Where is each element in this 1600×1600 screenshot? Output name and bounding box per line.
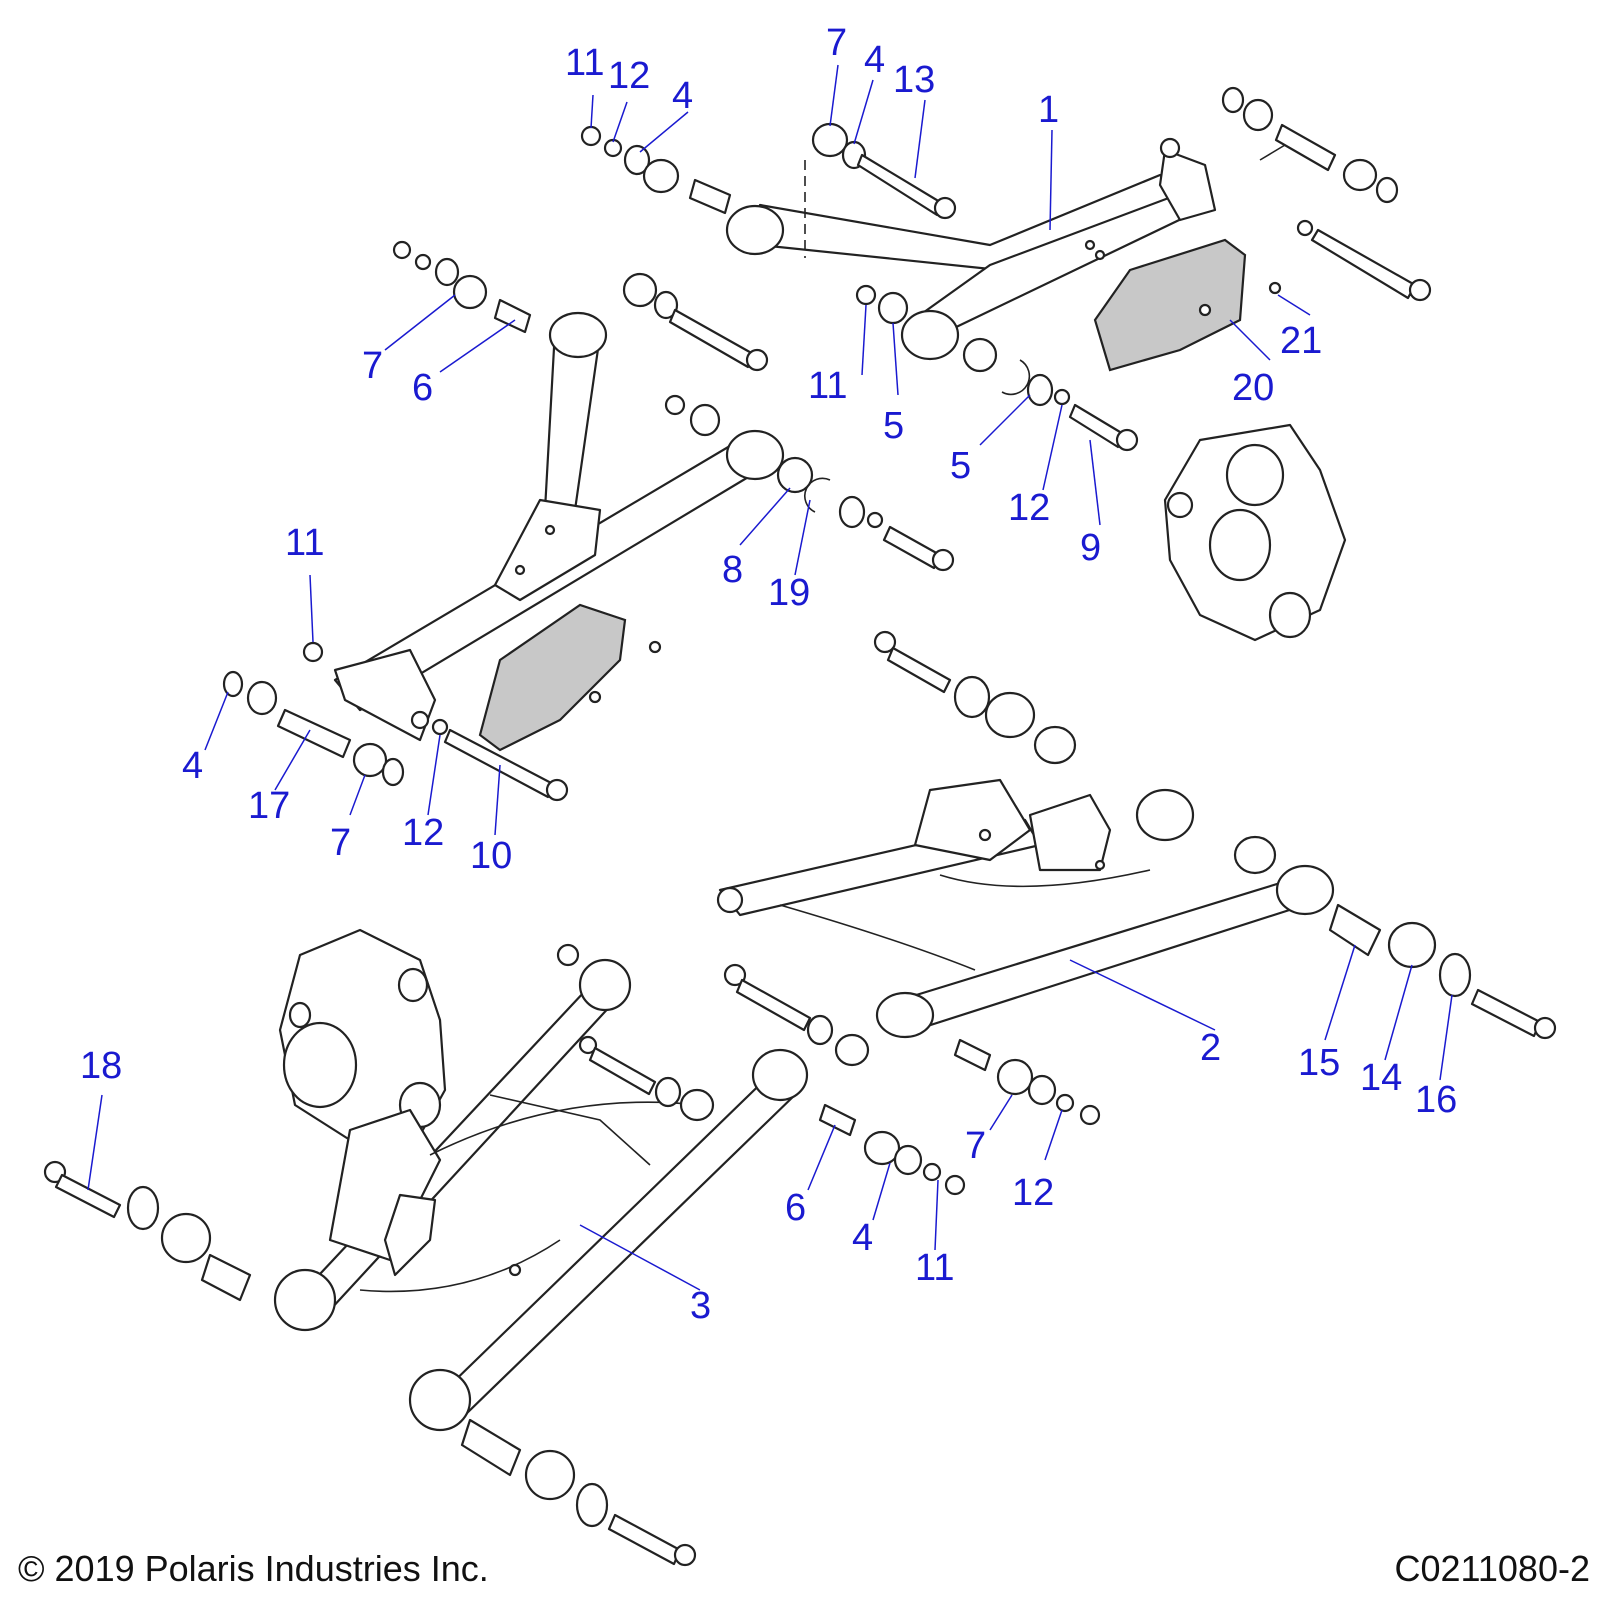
- lower-hardware-bottom: [43, 963, 966, 1567]
- callout-6: 6: [785, 1187, 806, 1229]
- callout-11: 11: [565, 42, 604, 84]
- callout-4: 4: [852, 1217, 873, 1259]
- callout-16: 16: [1415, 1079, 1457, 1121]
- callout-20: 20: [1232, 367, 1274, 409]
- callout-3: 3: [690, 1285, 711, 1327]
- skid-plate-20: [1093, 238, 1282, 372]
- callout-12: 12: [1008, 487, 1050, 529]
- knuckle-left: [278, 928, 447, 1142]
- callout-12: 12: [1012, 1172, 1054, 1214]
- callout-21: 21: [1280, 320, 1322, 362]
- callout-11: 11: [285, 522, 324, 564]
- callout-19: 19: [768, 572, 810, 614]
- callout-12: 12: [402, 812, 444, 854]
- copyright-text: © 2019 Polaris Industries Inc.: [18, 1548, 489, 1589]
- callout-13: 13: [893, 59, 935, 101]
- callout-11: 11: [808, 365, 847, 407]
- callout-10: 10: [470, 835, 512, 877]
- callout-9: 9: [1080, 527, 1101, 569]
- callout-1: 1: [1038, 89, 1059, 131]
- callout-11: 11: [915, 1247, 954, 1289]
- lower-a-arm-2: [716, 778, 1335, 1039]
- lower-hardware-right: [873, 630, 1557, 1126]
- callout-6: 6: [412, 367, 433, 409]
- callout-5: 5: [883, 405, 904, 447]
- callout-4: 4: [182, 745, 203, 787]
- callout-5: 5: [950, 445, 971, 487]
- callout-4: 4: [864, 39, 885, 81]
- callout-18: 18: [80, 1045, 122, 1087]
- callout-labels: 11 12 4 7 4 13 1 11 5 5 12 9 21 20 7 6 1…: [80, 22, 1457, 1327]
- upper-hardware-left: [222, 240, 955, 802]
- callout-12: 12: [608, 55, 650, 97]
- skid-plate-left: [478, 603, 662, 752]
- callout-14: 14: [1360, 1057, 1402, 1099]
- callout-7: 7: [330, 822, 351, 864]
- upper-a-arm-1: [725, 148, 1217, 361]
- callout-7: 7: [826, 22, 847, 64]
- upper-a-arm-left: [333, 311, 785, 742]
- leader-lines: [87, 64, 1453, 1291]
- callout-4: 4: [672, 75, 693, 117]
- knuckle-right: [1163, 423, 1347, 642]
- callout-15: 15: [1298, 1042, 1340, 1084]
- upper-hardware-top: [580, 86, 1432, 452]
- callout-7: 7: [362, 345, 383, 387]
- callout-2: 2: [1200, 1027, 1221, 1069]
- lower-a-arm-3: [273, 943, 809, 1432]
- callout-8: 8: [722, 549, 743, 591]
- callout-17: 17: [248, 785, 290, 827]
- callout-7: 7: [965, 1125, 986, 1167]
- figure-code: C0211080-2: [1394, 1548, 1591, 1589]
